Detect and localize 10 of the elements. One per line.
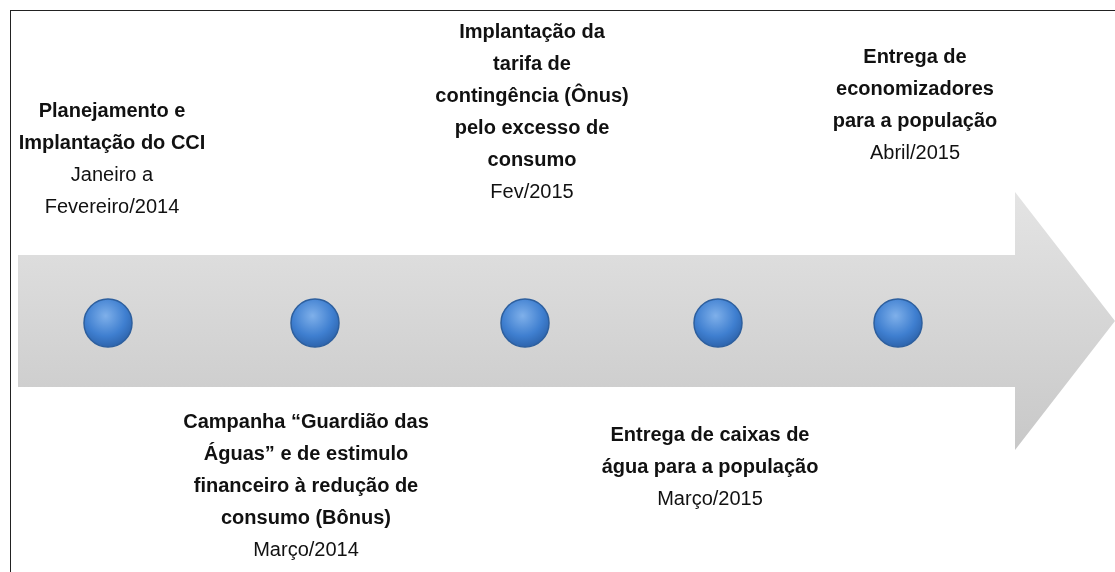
milestone-title: Campanha “Guardião das Águas” e de estimulo financeiro à redução de consumo (Bônus) bbox=[182, 409, 430, 530]
milestone-title: Planejamento e Implantação do CCI bbox=[17, 98, 207, 155]
milestone-date: Janeiro a Fevereiro/2014 bbox=[43, 162, 181, 219]
milestone-title: Entrega de caixas de água para a população bbox=[600, 422, 820, 479]
milestone-title: Entrega de economizadores para a população bbox=[831, 44, 999, 133]
milestone-title: Implantação da tarifa de contingência (Ônus) pelo excesso de consumo bbox=[434, 19, 630, 172]
milestone-date: Abril/2015 bbox=[869, 140, 961, 165]
milestone-date: Março/2014 bbox=[253, 537, 359, 562]
milestone-date: Março/2015 bbox=[657, 486, 763, 511]
milestone-date: Fev/2015 bbox=[490, 179, 574, 204]
